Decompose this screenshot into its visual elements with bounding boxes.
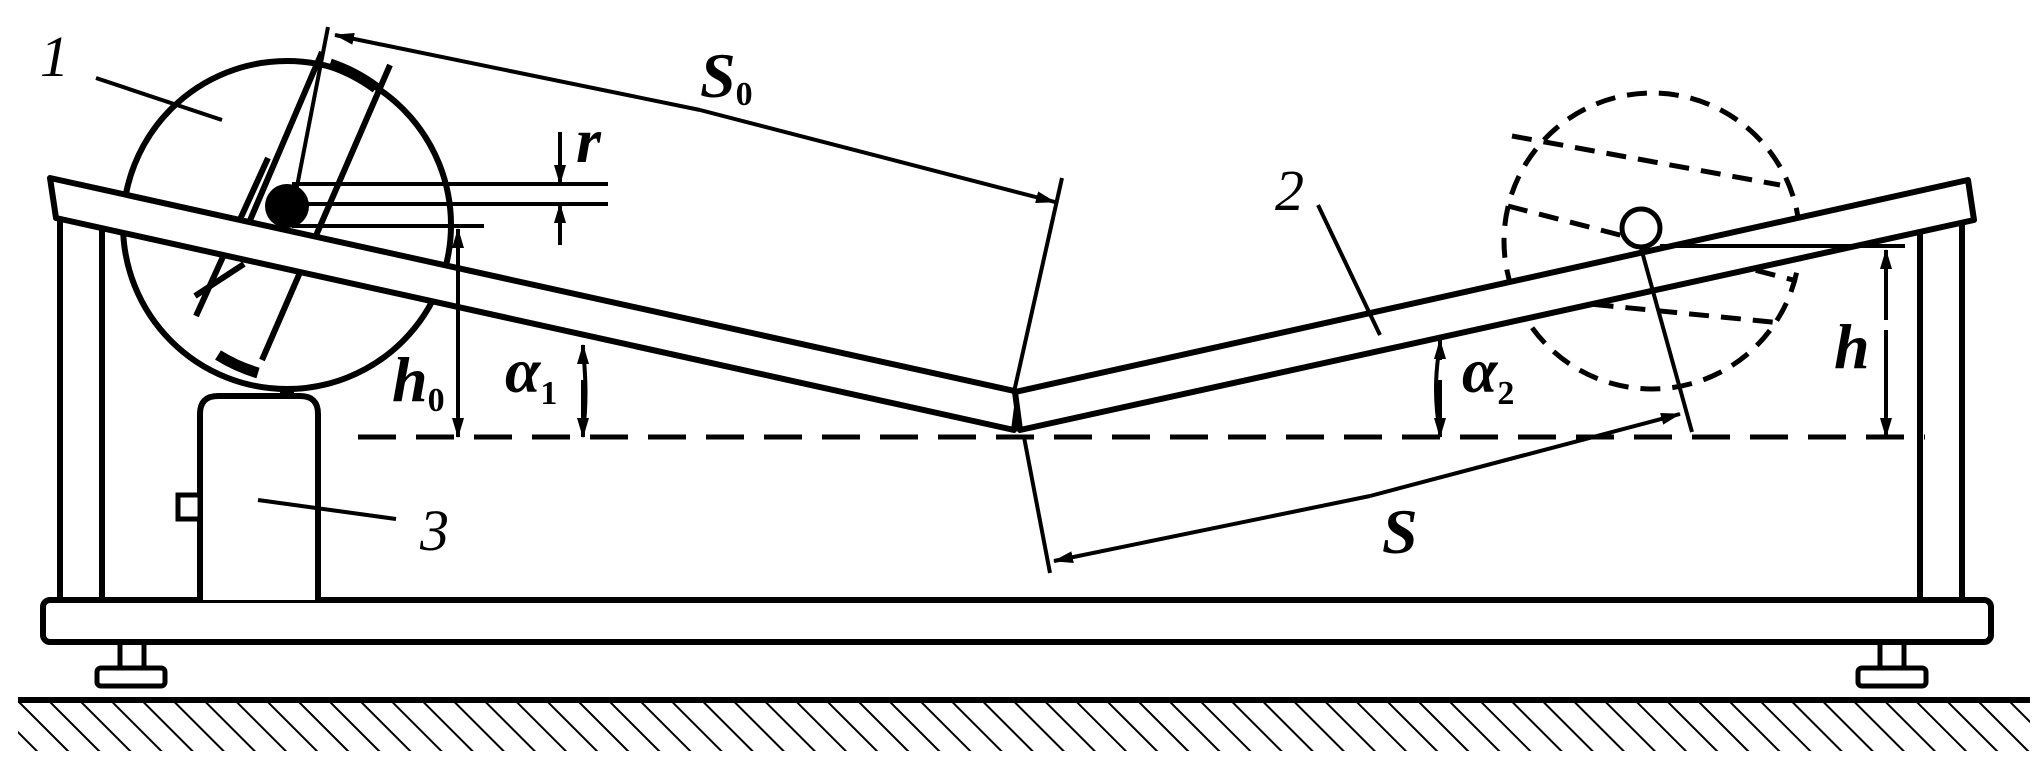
drive-unit <box>175 370 321 600</box>
track-right <box>1012 177 1977 433</box>
label-r: r <box>576 105 602 176</box>
label-part2: 2 <box>1275 158 1304 223</box>
base-frame <box>40 597 1994 645</box>
label-alpha1: α1 <box>505 335 557 412</box>
foot-left <box>94 639 168 689</box>
label-h: h <box>1834 311 1870 382</box>
leader-part2 <box>1316 204 1382 336</box>
label-s0: S0 <box>700 40 753 113</box>
leader-part3 <box>257 498 397 521</box>
post-left <box>57 213 105 603</box>
ground <box>18 697 2030 751</box>
label-alpha2: α2 <box>1462 335 1514 412</box>
label-s: S <box>1382 496 1418 567</box>
h-dimension <box>1660 244 1905 438</box>
foot-right <box>1855 639 1929 689</box>
ball-end <box>1619 206 1663 250</box>
s0-dimension <box>291 26 1064 393</box>
label-h0: h0 <box>392 344 445 419</box>
alpha1-angle <box>577 344 589 438</box>
label-part3: 3 <box>419 498 449 563</box>
leader-part1 <box>95 76 223 122</box>
label-part1: 1 <box>40 24 69 89</box>
alpha2-angle <box>1434 339 1446 438</box>
post-right <box>1917 213 1965 603</box>
s-dimension <box>1022 247 1694 574</box>
track-left <box>47 175 1022 433</box>
ball-start <box>265 184 309 228</box>
